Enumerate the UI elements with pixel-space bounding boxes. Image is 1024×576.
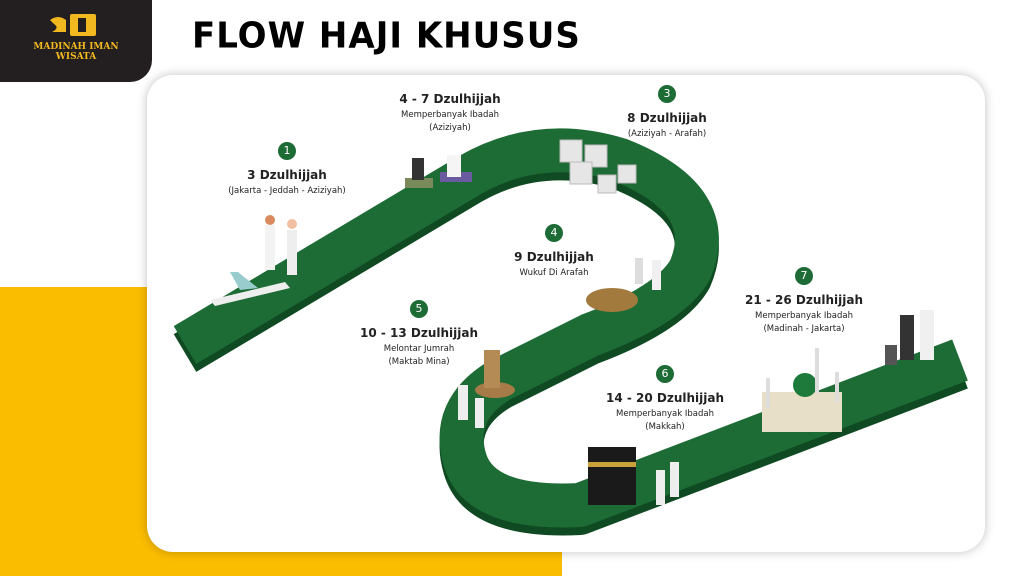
page-title: FLOW HAJI KHUSUS — [192, 15, 581, 57]
step-number-badge: 4 — [545, 224, 563, 242]
step-number-badge: 7 — [795, 267, 813, 285]
step-description: (Aziziyah - Arafah) — [627, 129, 707, 139]
step-description: Wukuf Di Arafah — [519, 268, 589, 278]
tents-icon — [559, 139, 637, 194]
step-number-badge: 1 — [278, 142, 296, 160]
step-number-badge: 3 — [658, 85, 676, 103]
travelers-icon — [885, 310, 934, 365]
step-6: 6 14 - 20 Dzulhijjah Memperbanyak Ibadah… — [565, 362, 765, 434]
step-date: 14 - 20 Dzulhijjah — [605, 391, 725, 405]
step-7: 7 21 - 26 Dzulhijjah Memperbanyak Ibadah… — [704, 264, 904, 336]
step-date: 4 - 7 Dzulhijjah — [399, 92, 501, 106]
step-date: 9 Dzulhijjah — [514, 250, 594, 264]
step-description: (Jakarta - Jeddah - Aziziyah) — [228, 186, 346, 196]
kaaba-icon — [588, 447, 679, 505]
step-3: 3 8 Dzulhijjah (Aziziyah - Arafah) — [567, 82, 767, 141]
step-date: 8 Dzulhijjah — [627, 111, 707, 125]
airplane-icon — [210, 272, 290, 306]
pilgrims-icon — [265, 215, 297, 275]
step-2: 4 - 7 Dzulhijjah Memperbanyak Ibadah (Az… — [350, 84, 550, 135]
step-location: (Makkah) — [645, 422, 685, 432]
step-date: 10 - 13 Dzulhijjah — [359, 326, 479, 340]
step-description: Memperbanyak Ibadah — [401, 110, 499, 120]
step-description: Melontar Jumrah — [383, 344, 455, 354]
step-location: (Maktab Mina) — [388, 357, 450, 367]
step-location: (Aziziyah) — [429, 123, 471, 133]
jumrah-pillar-icon — [458, 350, 515, 428]
step-number-badge: 6 — [656, 365, 674, 383]
step-4: 4 9 Dzulhijjah Wukuf Di Arafah — [454, 221, 654, 280]
arafah-hill-icon — [586, 258, 661, 312]
nabawi-mosque-icon — [762, 348, 842, 432]
brand-name-2: WISATA — [55, 52, 97, 62]
step-description: Memperbanyak Ibadah — [616, 409, 714, 419]
step-description: Memperbanyak Ibadah — [755, 311, 853, 321]
step-5: 5 10 - 13 Dzulhijjah Melontar Jumrah (Ma… — [319, 297, 519, 369]
brand-name: MADINAH IMAN — [33, 42, 119, 52]
step-location: (Madinah - Jakarta) — [763, 324, 845, 334]
step-number-badge: 5 — [410, 300, 428, 318]
step-date: 21 - 26 Dzulhijjah — [744, 293, 864, 307]
step-date: 3 Dzulhijjah — [247, 168, 327, 182]
praying-people-icon — [405, 155, 472, 188]
step-1: 1 3 Dzulhijjah (Jakarta - Jeddah - Azizi… — [187, 139, 387, 198]
logo-icon — [50, 14, 96, 36]
